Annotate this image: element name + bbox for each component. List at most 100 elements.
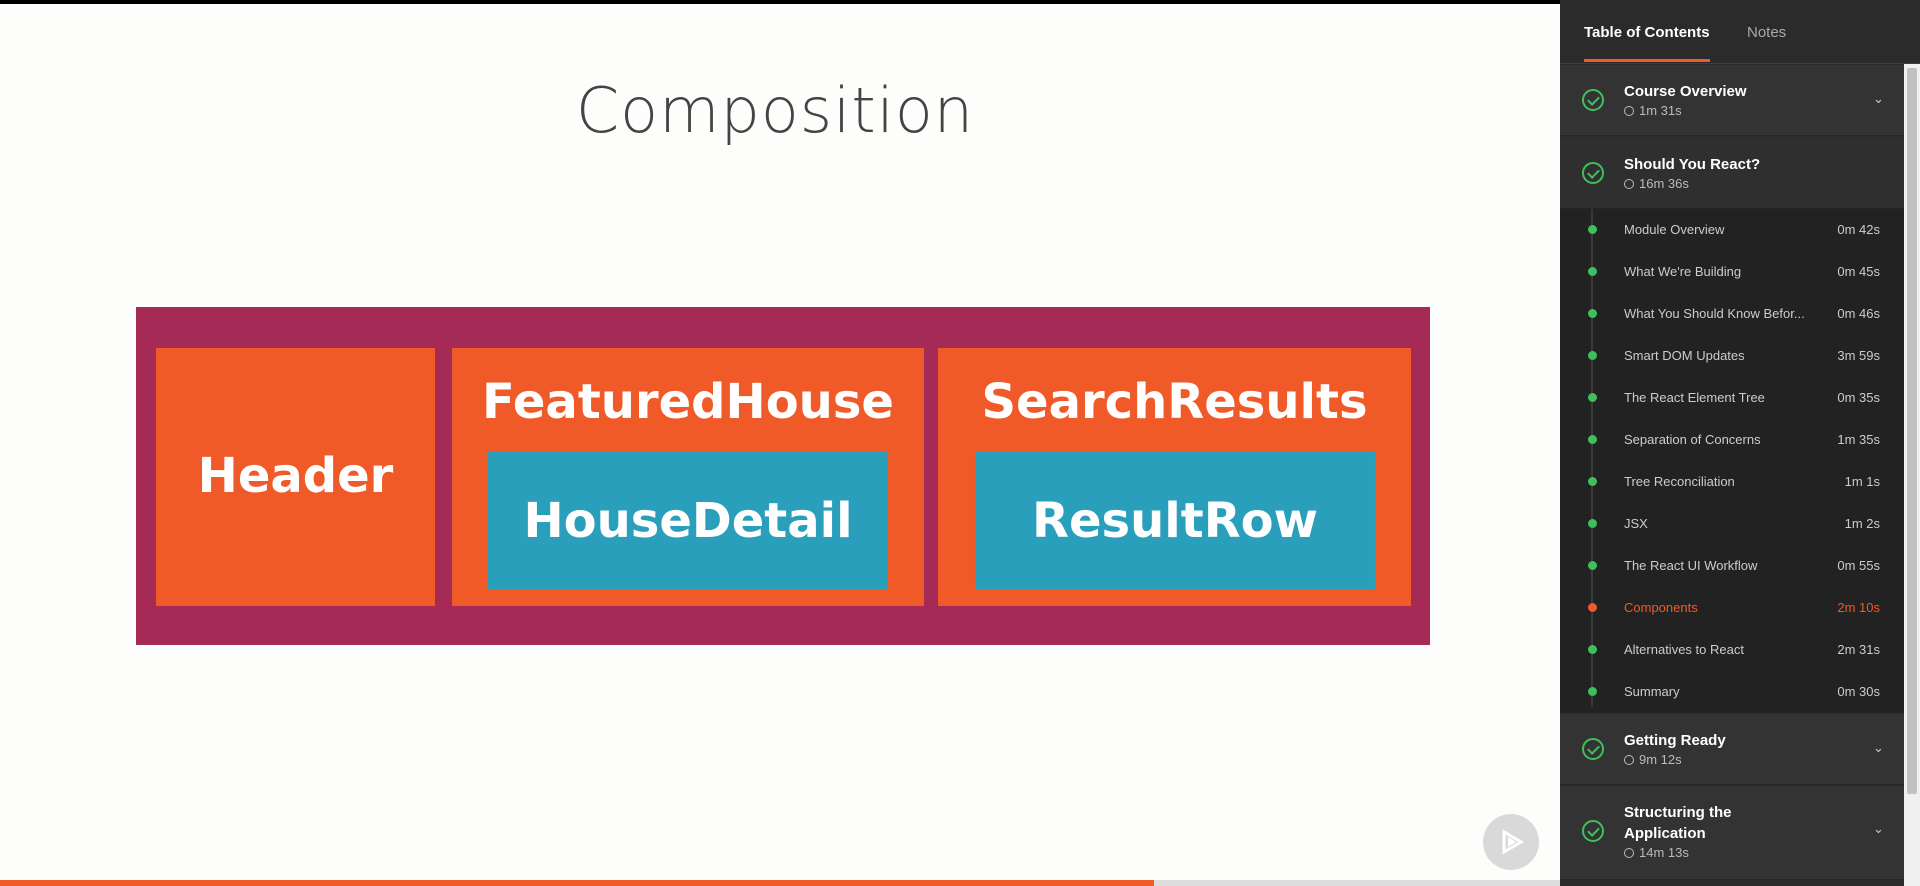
window-top-bar — [0, 0, 1560, 4]
chevron-down-icon[interactable]: ⌄ — [1873, 740, 1884, 755]
module-getting-ready[interactable]: Getting Ready 9m 12s ⌄ — [1560, 714, 1904, 785]
slide-title: Composition — [575, 74, 975, 147]
sidebar-scrollbar-thumb[interactable] — [1907, 68, 1917, 794]
module-duration: 1m 31s — [1624, 103, 1682, 118]
clip-item[interactable]: JSX 1m 2s — [1560, 503, 1904, 545]
clip-item[interactable]: Tree Reconciliation 1m 1s — [1560, 461, 1904, 503]
clip-item[interactable]: What We're Building 0m 45s — [1560, 251, 1904, 293]
play-logo-icon — [1502, 829, 1524, 855]
clip-name: The React UI Workflow — [1624, 558, 1758, 573]
module-title-line: Application — [1624, 825, 1706, 842]
clip-item[interactable]: Alternatives to React 2m 31s — [1560, 629, 1904, 671]
search-results-label: SearchResults — [981, 374, 1368, 430]
clip-duration: 0m 42s — [1837, 222, 1880, 237]
clock-icon — [1624, 106, 1634, 116]
video-progress-bar[interactable] — [0, 880, 1560, 886]
module-title: Getting Ready — [1624, 732, 1726, 749]
tab-table-of-contents[interactable]: Table of Contents — [1584, 24, 1710, 62]
clip-complete-dot-icon — [1588, 309, 1597, 318]
clip-item[interactable]: The React Element Tree 0m 35s — [1560, 377, 1904, 419]
clip-complete-dot-icon — [1588, 645, 1597, 654]
clip-complete-dot-icon — [1588, 435, 1597, 444]
module-duration-value: 9m 12s — [1639, 752, 1682, 767]
clock-icon — [1624, 848, 1634, 858]
clip-complete-dot-icon — [1588, 351, 1597, 360]
clip-duration: 2m 10s — [1837, 600, 1880, 615]
featured-house-label: FeaturedHouse — [482, 374, 894, 430]
clip-complete-dot-icon — [1588, 687, 1597, 696]
module-duration: 9m 12s — [1624, 752, 1682, 767]
clip-name: The React Element Tree — [1624, 390, 1765, 405]
clip-name: Summary — [1624, 684, 1680, 699]
clip-list: Module Overview 0m 42s What We're Buildin… — [1560, 209, 1904, 713]
clock-icon — [1624, 179, 1634, 189]
search-results-component-box: SearchResults ResultRow — [938, 348, 1411, 606]
slide-area[interactable]: Composition Header FeaturedHouse HouseDe… — [0, 4, 1560, 880]
chevron-down-icon[interactable]: ⌄ — [1873, 91, 1884, 106]
clip-item[interactable]: What You Should Know Befor... 0m 46s — [1560, 293, 1904, 335]
clip-complete-dot-icon — [1588, 477, 1597, 486]
clip-name: Alternatives to React — [1624, 642, 1744, 657]
module-complete-check-icon — [1582, 738, 1604, 760]
module-complete-check-icon — [1582, 89, 1604, 111]
clip-duration: 2m 31s — [1837, 642, 1880, 657]
clip-duration: 3m 59s — [1837, 348, 1880, 363]
video-progress-fill — [0, 880, 1155, 886]
clip-duration: 0m 35s — [1837, 390, 1880, 405]
clip-name: Tree Reconciliation — [1624, 474, 1735, 489]
house-detail-component-box: HouseDetail — [488, 452, 888, 590]
clip-complete-dot-icon — [1588, 393, 1597, 402]
module-title: Structuring the Application — [1624, 802, 1732, 844]
clip-duration: 1m 2s — [1844, 516, 1880, 531]
clip-item[interactable]: Separation of Concerns 1m 35s — [1560, 419, 1904, 461]
clip-name: JSX — [1624, 516, 1648, 531]
clip-name: What We're Building — [1624, 264, 1742, 279]
result-row-component-box: ResultRow — [975, 452, 1375, 590]
player-logo-icon[interactable] — [1483, 814, 1539, 870]
clip-duration: 1m 1s — [1844, 474, 1880, 489]
clip-duration: 0m 46s — [1837, 306, 1880, 321]
featured-house-component-box: FeaturedHouse HouseDetail — [452, 348, 924, 606]
clip-name: Separation of Concerns — [1624, 432, 1761, 447]
house-detail-label: HouseDetail — [523, 493, 853, 549]
tab-notes[interactable]: Notes — [1747, 24, 1787, 41]
clip-duration: 0m 45s — [1837, 264, 1880, 279]
header-component-box: Header — [156, 348, 435, 606]
clip-name: Components — [1624, 600, 1698, 615]
clip-item[interactable]: Smart DOM Updates 3m 59s — [1560, 335, 1904, 377]
clip-complete-dot-icon — [1588, 561, 1597, 570]
module-duration-value: 14m 13s — [1639, 845, 1689, 860]
clip-name: Module Overview — [1624, 222, 1725, 237]
clip-duration: 0m 55s — [1837, 558, 1880, 573]
course-sidebar: Table of Contents Notes Course Overview … — [1560, 0, 1920, 886]
module-duration: 14m 13s — [1624, 845, 1689, 860]
module-should-you-react[interactable]: Should You React? 16m 36s — [1560, 137, 1904, 209]
module-title: Course Overview — [1624, 83, 1747, 100]
clip-complete-dot-icon — [1588, 225, 1597, 234]
clip-complete-dot-icon — [1588, 519, 1597, 528]
module-title: Should You React? — [1624, 156, 1761, 173]
chevron-down-icon[interactable]: ⌄ — [1873, 821, 1884, 836]
clock-icon — [1624, 755, 1634, 765]
clip-current-dot-icon — [1588, 603, 1597, 612]
module-duration: 16m 36s — [1624, 176, 1689, 191]
clip-name: Smart DOM Updates — [1624, 348, 1745, 363]
module-course-overview[interactable]: Course Overview 1m 31s ⌄ — [1560, 65, 1904, 136]
clip-duration: 1m 35s — [1837, 432, 1880, 447]
header-component-label: Header — [197, 448, 394, 504]
clip-complete-dot-icon — [1588, 267, 1597, 276]
clip-item[interactable]: Module Overview 0m 42s — [1560, 209, 1904, 251]
composition-diagram: Header FeaturedHouse HouseDetail SearchR… — [136, 307, 1430, 645]
clip-item-current[interactable]: Components 2m 10s — [1560, 587, 1904, 629]
module-complete-check-icon — [1582, 820, 1604, 842]
module-structuring-the-application[interactable]: Structuring the Application 14m 13s ⌄ — [1560, 786, 1904, 880]
clip-timeline-line — [1591, 209, 1593, 707]
clip-name: What You Should Know Befor... — [1624, 306, 1805, 321]
module-complete-check-icon — [1582, 162, 1604, 184]
clip-item[interactable]: The React UI Workflow 0m 55s — [1560, 545, 1904, 587]
module-duration-value: 16m 36s — [1639, 176, 1689, 191]
sidebar-scrollbar[interactable] — [1904, 64, 1920, 886]
result-row-label: ResultRow — [1032, 493, 1318, 549]
module-title-line: Structuring the — [1624, 804, 1732, 821]
